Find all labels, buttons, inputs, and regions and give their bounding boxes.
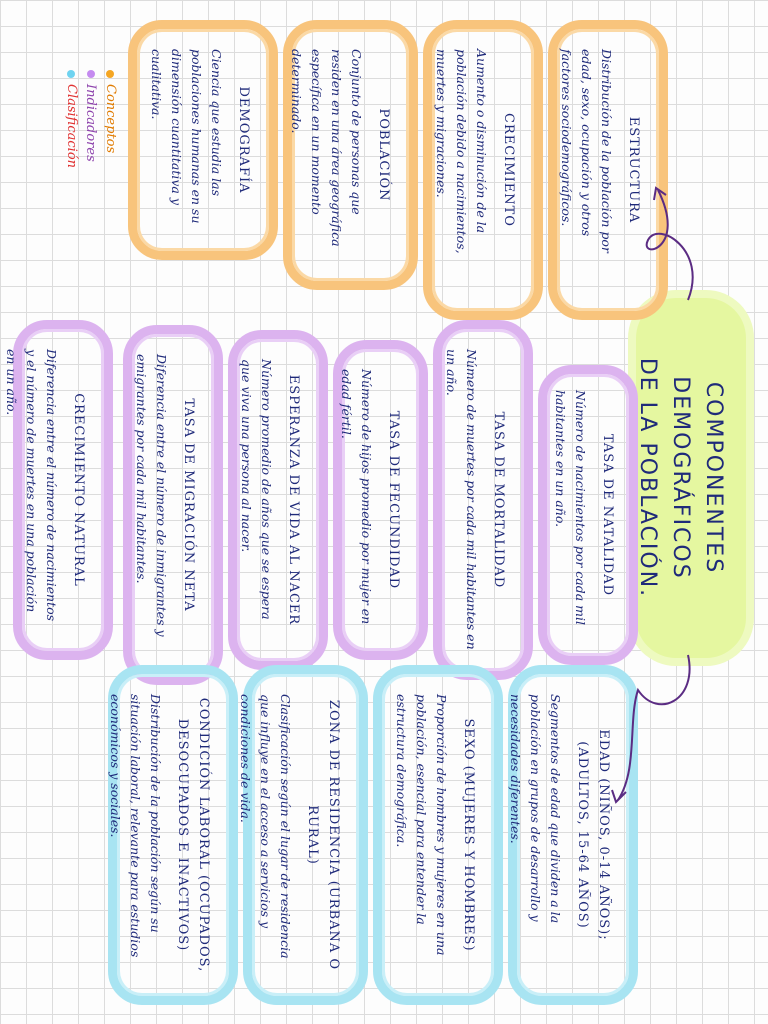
- arrow-to-classifications: [617, 654, 691, 801]
- arrow-to-concepts-head: [653, 186, 667, 201]
- arrow-to-classifications-head: [611, 789, 627, 804]
- arrow-to-concepts: [645, 189, 694, 301]
